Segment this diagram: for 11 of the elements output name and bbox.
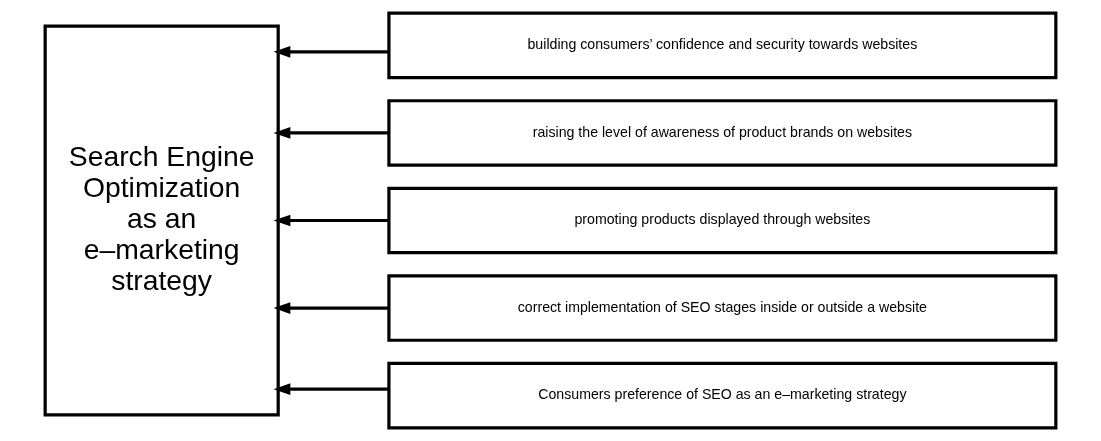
node-box: Consumers preference of SEO as an e–marketing strategy (387, 361, 1058, 430)
arrow (273, 127, 389, 139)
arrow (273, 302, 389, 314)
node-box: raising the level of awareness of product brands on websites (387, 99, 1058, 167)
arrow (273, 383, 389, 396)
node-box: Search Engine Optimization as an e–marketing strategy (43, 24, 280, 417)
arrow (273, 45, 389, 58)
arrow (273, 214, 389, 227)
node-box: promoting products displayed through websites (387, 186, 1058, 255)
node-box: building consumers’ confidence and security towards websites (387, 11, 1058, 80)
node-box: correct implementation of SEO stages inside or outside a website (387, 274, 1058, 342)
